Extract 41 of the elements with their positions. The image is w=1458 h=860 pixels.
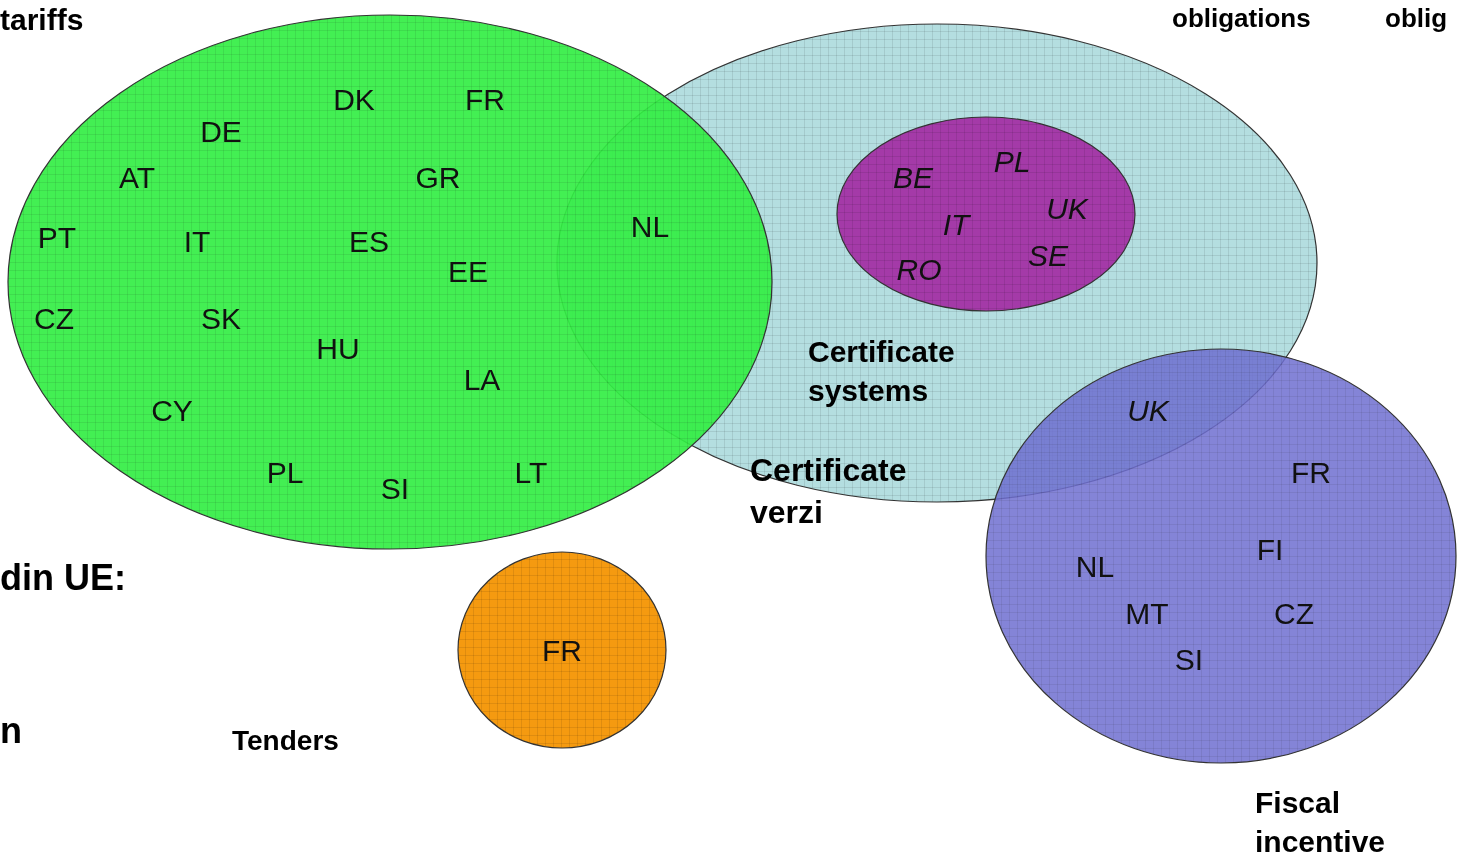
country-code: LT [514,458,548,488]
country-code: FR [465,85,505,115]
country-code: NL [630,212,670,242]
category-heading: oblig [1385,2,1448,35]
country-code: LA [463,365,501,395]
country-code: BE [893,163,933,193]
country-code: EE [448,257,488,287]
country-code: CY [151,396,193,426]
country-code: SI [380,474,410,504]
country-code: DE [200,117,242,147]
country-code: HU [316,334,360,364]
country-code: PT [37,223,77,253]
country-code: NL [1075,552,1115,582]
country-code: FR [1291,458,1331,488]
country-code: FR [542,636,582,666]
country-code: IT [942,210,970,240]
country-code: CZ [1274,599,1314,629]
category-heading: n [0,709,22,753]
country-code: IT [183,227,211,257]
country-code: PL [993,147,1031,177]
category-heading: obligations [1172,2,1311,35]
country-code: CZ [34,304,74,334]
country-code: MT [1125,599,1169,629]
country-code: GR [415,163,461,193]
country-code: SE [1028,241,1068,271]
country-code: PL [266,458,304,488]
category-heading: Certificate systems [808,334,956,409]
country-code: FI [1256,535,1284,565]
category-heading: tariffs [0,2,84,38]
category-heading: Fiscal incentive [1255,785,1387,860]
country-code: UK [1127,396,1169,426]
country-code: DK [333,85,375,115]
country-code: RO [896,255,942,285]
category-heading: din UE: [0,556,126,600]
category-heading: Certificate verzi [750,451,908,532]
country-code: UK [1046,194,1088,224]
country-code: SI [1174,645,1204,675]
country-code: ES [349,227,389,257]
category-heading: Tenders [232,724,339,758]
country-code: AT [118,163,156,193]
country-code: SK [201,304,241,334]
